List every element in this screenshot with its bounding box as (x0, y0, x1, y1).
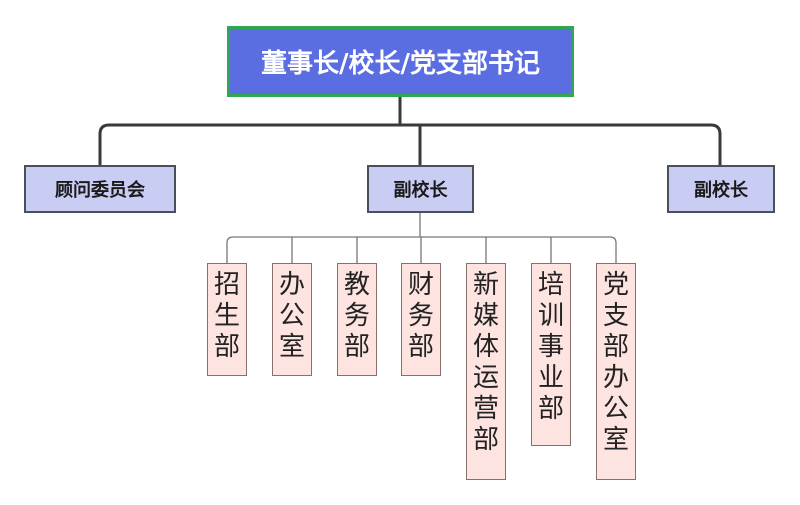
dept-char: 部 (407, 332, 434, 362)
dept-office: 办 公 室 (272, 263, 312, 376)
dept-char: 训 (537, 301, 564, 331)
dept-char: 务 (407, 301, 434, 331)
dept-char: 部 (472, 425, 499, 455)
dept-char: 部 (602, 332, 629, 362)
vice-principal-middle-node: 副校长 (367, 165, 474, 213)
dept-char: 体 (472, 332, 499, 362)
vice-principal-right-label: 副校长 (694, 180, 748, 201)
dept-char: 室 (278, 332, 305, 362)
dept-char: 办 (278, 270, 305, 300)
dept-char: 新 (472, 270, 499, 300)
dept-char: 公 (602, 394, 629, 424)
dept-char: 培 (537, 270, 564, 300)
dept-admissions: 招 生 部 (207, 263, 247, 376)
dept-char: 部 (343, 332, 370, 362)
dept-char: 招 (213, 270, 240, 300)
advisory-committee-node: 顾问委员会 (24, 165, 176, 213)
dept-char: 部 (213, 332, 240, 362)
tier2-bus-line (98, 123, 722, 165)
dept-char: 部 (537, 394, 564, 424)
dept-char: 务 (343, 301, 370, 331)
dept-new-media: 新 媒 体 运 营 部 (466, 263, 506, 480)
dept-party-office: 党 支 部 办 公 室 (596, 263, 636, 480)
root-node: 董事长/校长/党支部书记 (227, 26, 574, 97)
dept-char: 办 (602, 363, 629, 393)
dept-char: 室 (602, 425, 629, 455)
dept-char: 事 (537, 332, 564, 362)
dept-academic-affairs: 教 务 部 (337, 263, 377, 376)
dept-char: 公 (278, 301, 305, 331)
dept-training: 培 训 事 业 部 (531, 263, 571, 446)
dept-char: 运 (472, 363, 499, 393)
dept-char: 媒 (472, 301, 499, 331)
dept-char: 财 (407, 270, 434, 300)
dept-char: 党 (602, 270, 629, 300)
dept-finance: 财 务 部 (401, 263, 441, 376)
dept-char: 生 (213, 301, 240, 331)
advisory-committee-label: 顾问委员会 (55, 180, 145, 201)
root-label: 董事长/校长/党支部书记 (261, 49, 540, 79)
dept-char: 营 (472, 394, 499, 424)
vice-principal-right-node: 副校长 (667, 165, 775, 213)
vice-principal-middle-label: 副校长 (393, 180, 448, 201)
dept-char: 业 (537, 363, 564, 393)
dept-char: 支 (602, 301, 629, 331)
dept-char: 教 (343, 270, 370, 300)
